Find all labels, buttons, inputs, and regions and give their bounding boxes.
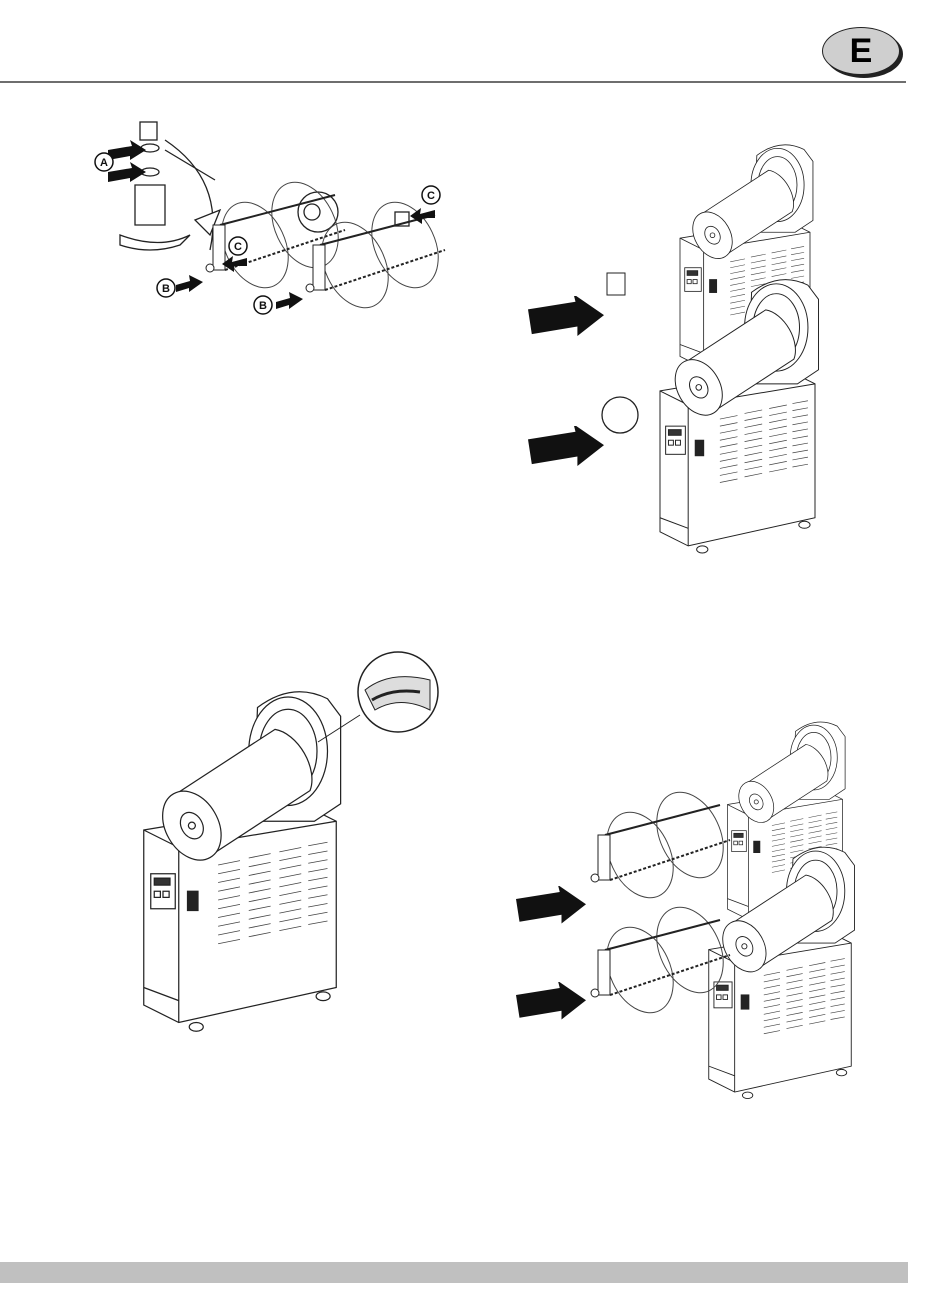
footer-bar xyxy=(0,1262,908,1283)
arrow-icon xyxy=(516,982,586,1020)
figure-single-machine-seal-detail xyxy=(142,651,439,1033)
figure-double-machine-augers xyxy=(516,721,856,1100)
callout-a: A xyxy=(100,157,108,169)
arrow-icon xyxy=(528,426,604,466)
callout-b-2: B xyxy=(259,300,267,312)
language-badge-label: E xyxy=(849,32,873,70)
language-badge: E xyxy=(822,27,902,77)
figure-parts-exploded: A B B C C xyxy=(94,121,453,320)
language-badge-ellipse xyxy=(822,27,900,75)
callout-b-1: B xyxy=(162,283,170,295)
figure-double-machine-assembly xyxy=(528,144,820,554)
arrow-icon xyxy=(528,296,604,336)
arrow-icon xyxy=(516,886,586,924)
header-rule xyxy=(0,81,906,83)
callout-c-2: C xyxy=(427,190,435,202)
callout-c-1: C xyxy=(234,241,242,253)
